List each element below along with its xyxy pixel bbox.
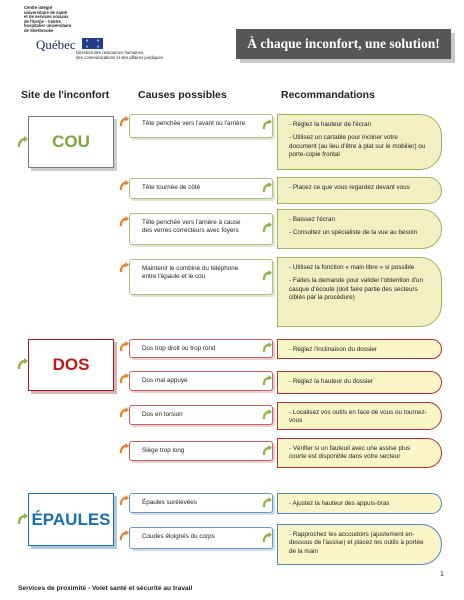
curved-arrow-icon	[262, 222, 273, 233]
curved-arrow-icon	[262, 532, 273, 543]
site-label-cou: COU	[52, 132, 90, 151]
curved-arrow-icon	[119, 495, 130, 506]
column-header-site: Site de l'inconfort	[21, 89, 110, 101]
recommendation-item: - Réglez la hauteur du dossier	[289, 378, 374, 385]
cause-text: Siège trop long	[142, 447, 185, 454]
curved-arrow-icon	[17, 358, 28, 370]
column-header-recommendations: Recommandations	[281, 89, 375, 101]
recommendation-item: - Vérifier si un fauteuil avec une assis…	[289, 445, 411, 461]
recommendation-item: - Faites la demande pour valider l'obten…	[289, 277, 424, 301]
site-label-dos: DOS	[52, 355, 90, 374]
curved-arrow-icon	[262, 375, 273, 386]
page-number: 1	[440, 571, 444, 578]
curved-arrow-icon	[262, 409, 273, 420]
site-box-cou: COU	[28, 116, 114, 168]
cause-text: Tête tournée de côté	[142, 184, 201, 191]
recommendation-box: - Réglez la hauteur du dossier	[277, 371, 442, 394]
curved-arrow-icon	[119, 216, 130, 227]
curved-arrow-icon	[119, 530, 130, 541]
recommendation-box: - Réglez la hauteur de l'écran - Utilise…	[277, 114, 442, 170]
quebec-flag-icon: ⚜⚜⚜⚜	[82, 38, 103, 49]
curved-arrow-icon	[262, 270, 273, 281]
recommendation-box: - Baissez l'écran - Consultez un spécial…	[277, 209, 442, 249]
cause-text: Tête penchée vers l'arrière à cause des …	[142, 219, 241, 235]
cause-text: Tête penchée vers l'avant ou l'arrière	[142, 120, 246, 127]
recommendation-box: - Vérifier si un fauteuil avec une assis…	[277, 438, 442, 468]
recommendation-item: - Localisez vos outils en face de vous o…	[289, 409, 427, 425]
recommendation-item: - Baissez l'écran	[289, 216, 335, 223]
recommendation-item: - Rapprochez les accoudoirs (ajustement …	[289, 531, 424, 555]
department-name: Direction des ressources humaines, des c…	[76, 50, 163, 60]
cause-text: Épaules surélevées	[142, 499, 197, 506]
recommendation-box: - Réglez l'inclinaison du dossier	[277, 339, 442, 359]
cause-box: Dos trop droit ou trop rond	[129, 339, 273, 358]
cause-text: Dos trop droit ou trop rond	[142, 345, 216, 352]
cause-box: Tête tournée de côté	[129, 178, 273, 199]
cause-box: Tête penchée vers l'arrière à cause des …	[129, 213, 273, 245]
footer-text: Services de proximité - Volet santé et s…	[18, 585, 193, 592]
curved-arrow-icon	[119, 180, 130, 191]
cause-box: Épaules surélevées	[129, 493, 273, 513]
recommendation-item: - Utilisez la fonction « main libre » si…	[289, 264, 415, 271]
cause-box: Tête penchée vers l'avant ou l'arrière	[129, 114, 273, 138]
curved-arrow-icon	[119, 443, 130, 454]
column-header-causes: Causes possibles	[138, 89, 227, 101]
cause-box: Maintenir le combiné du téléphone entre …	[129, 259, 273, 295]
recommendation-item: - Placez ce que vous regardez devant vou…	[289, 184, 410, 191]
curved-arrow-icon	[262, 119, 273, 130]
recommendation-box: - Rapprochez les accoudoirs (ajustement …	[277, 524, 442, 565]
recommendation-box: - Ajustez la hauteur des appuis-bras	[277, 493, 442, 514]
recommendation-item: - Réglez la hauteur de l'écran	[289, 121, 372, 128]
page-title-banner: À chaque inconfort, une solution!	[236, 29, 451, 59]
curved-arrow-icon	[17, 136, 28, 148]
organization-name: Centre intégré universitaire de santé et…	[24, 5, 72, 33]
recommendation-item: - Réglez l'inclinaison du dossier	[289, 346, 378, 353]
cause-text: Coudes éloignés du corps	[142, 533, 215, 540]
cause-box: Siège trop long	[129, 441, 273, 461]
cause-text: Maintenir le combiné du téléphone entre …	[142, 265, 239, 281]
site-box-dos: DOS	[28, 339, 114, 391]
curved-arrow-icon	[119, 373, 130, 384]
curved-arrow-icon	[262, 445, 273, 456]
recommendation-box: - Localisez vos outils en face de vous o…	[277, 402, 442, 430]
curved-arrow-icon	[17, 513, 28, 525]
curved-arrow-icon	[119, 262, 130, 273]
curved-arrow-icon	[262, 497, 273, 508]
recommendation-box: - Placez ce que vous regardez devant vou…	[277, 177, 442, 204]
site-label-epaules: ÉPAULES	[31, 509, 111, 529]
curved-arrow-icon	[119, 407, 130, 418]
recommendation-item: - Consultez un spécialiste de la vue au …	[289, 229, 418, 237]
quebec-logo-word: Québec	[36, 37, 76, 52]
recommendation-item: - Utilisez un cartable pour incliner vot…	[289, 134, 426, 158]
cause-text: Dos mal appuyé	[142, 377, 188, 384]
cause-box: Dos mal appuyé	[129, 371, 273, 391]
recommendation-item: - Ajustez la hauteur des appuis-bras	[289, 500, 390, 507]
recommendation-box: - Utilisez la fonction « main libre » si…	[277, 257, 442, 327]
curved-arrow-icon	[262, 342, 273, 353]
cause-text: Dos en torsion	[142, 411, 183, 418]
curved-arrow-icon	[119, 116, 130, 127]
cause-box: Coudes éloignés du corps	[129, 527, 273, 549]
site-box-epaules: ÉPAULES	[28, 493, 114, 546]
cause-box: Dos en torsion	[129, 405, 273, 425]
curved-arrow-icon	[262, 182, 273, 193]
curved-arrow-icon	[119, 341, 130, 352]
